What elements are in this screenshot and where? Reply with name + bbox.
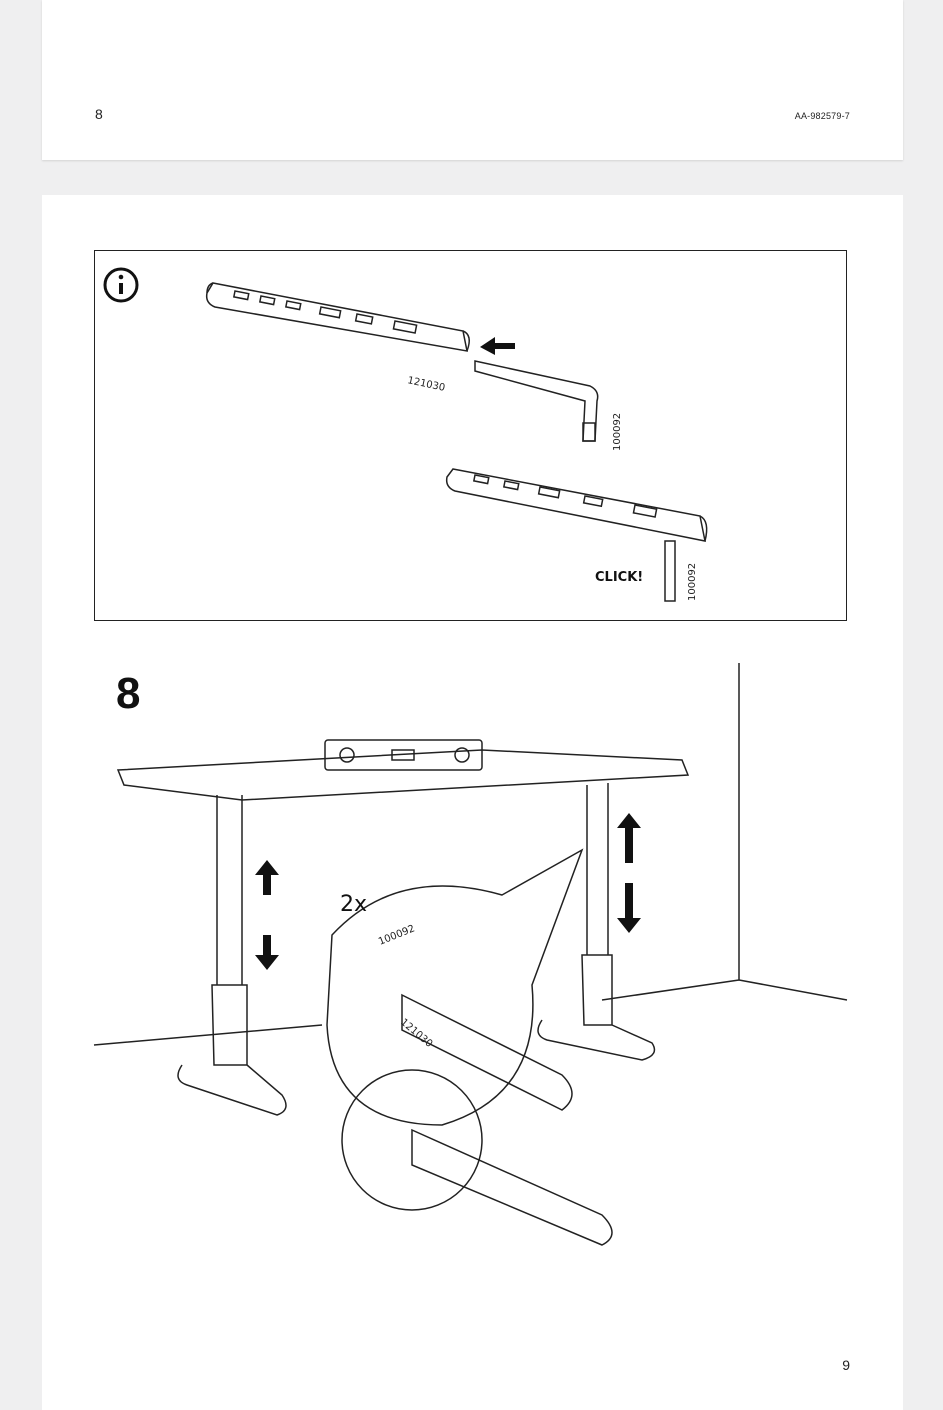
desk-leg-left bbox=[177, 795, 287, 1116]
detail-callout-2 bbox=[341, 1069, 483, 1211]
step-number: 8 bbox=[116, 669, 141, 718]
detail-callout bbox=[326, 848, 584, 1126]
spirit-level bbox=[324, 739, 483, 771]
rail-assembled bbox=[445, 468, 708, 602]
part-label: 121030 bbox=[406, 375, 446, 394]
info-illustration: 121030 100092 CLICK! 100092 bbox=[103, 267, 708, 602]
pdf-page-9: 121030 100092 CLICK! 100092 8 bbox=[42, 195, 903, 1410]
rail-121030 bbox=[205, 282, 470, 352]
up-down-arrows bbox=[255, 813, 641, 970]
pdf-page-8: 8 AA-982579-7 bbox=[42, 0, 903, 160]
part-label: 100092 bbox=[377, 923, 417, 948]
page-number: 9 bbox=[842, 1357, 850, 1373]
page-number: 8 bbox=[95, 106, 103, 122]
wall-line bbox=[93, 663, 848, 1046]
part-label: 100092 bbox=[612, 413, 623, 451]
info-box: 121030 100092 CLICK! 100092 bbox=[94, 250, 847, 621]
key-100092 bbox=[474, 360, 599, 442]
arrow-icon bbox=[480, 337, 515, 355]
part-label: 100092 bbox=[687, 563, 698, 601]
info-icon bbox=[103, 267, 139, 303]
desk-leg-right bbox=[537, 783, 656, 1061]
part-label: 121030 bbox=[398, 1017, 434, 1050]
quantity-label: 2x bbox=[340, 892, 367, 917]
document-id: AA-982579-7 bbox=[794, 111, 850, 121]
desk-top bbox=[116, 749, 690, 801]
click-text: CLICK! bbox=[595, 570, 643, 585]
